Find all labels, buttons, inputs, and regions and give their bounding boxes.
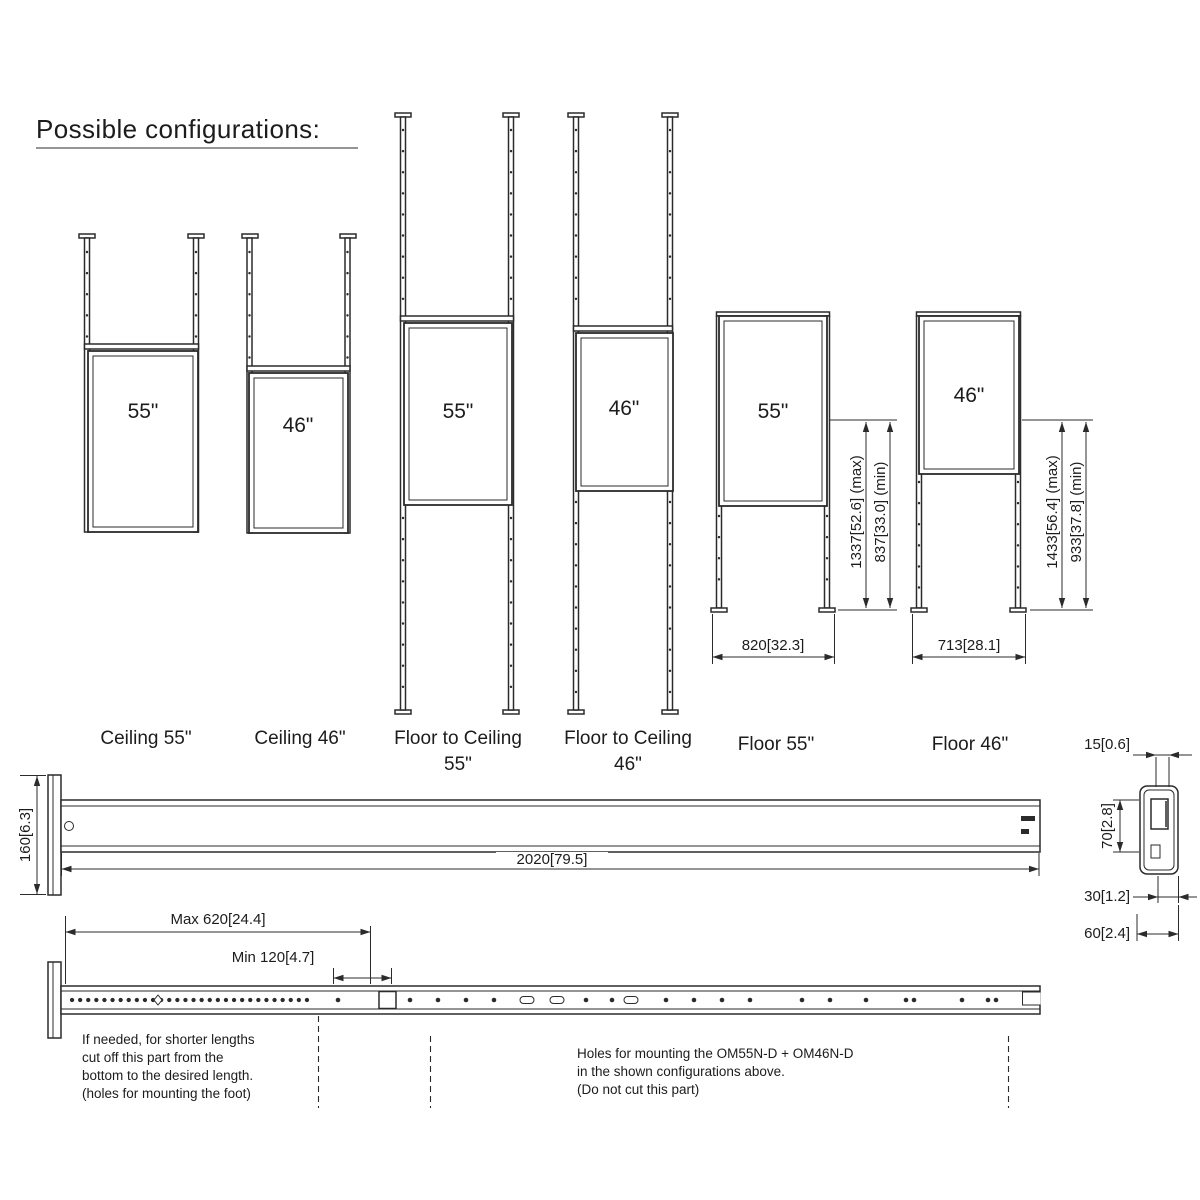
foot-plate: [47, 774, 62, 896]
title-text: Possible configurations:: [36, 114, 320, 144]
slot-hole: [549, 996, 565, 1004]
dimension-section-15: 15[0.6]: [1084, 736, 1192, 787]
label-floor-46: Floor 46": [932, 734, 1008, 755]
display-55: [403, 322, 513, 506]
mount-rail: [83, 343, 200, 350]
dim-foot-height-label: 160[6.3]: [17, 808, 34, 862]
foot: [910, 607, 928, 613]
dimension-section-60: 60[2.4]: [1084, 905, 1179, 942]
label-ftc-46-line1: Floor to Ceiling: [564, 728, 692, 749]
label-ceiling-55: Ceiling 55": [100, 728, 191, 749]
pole-holes-view: Max 620[24.4] Min 120[4.7] If needed, fo…: [47, 911, 1041, 1108]
section-slot: [1150, 798, 1169, 830]
pole-body: [60, 799, 1041, 853]
mount-rail: [572, 325, 674, 332]
dimension-floor55-height: 1337[52.6] (max) 837[33.0] (min): [830, 419, 897, 611]
mount-rail: [246, 365, 351, 372]
label-ftc-55-line2: 55": [444, 754, 472, 775]
dimension-min-120: Min 120[4.7]: [232, 949, 392, 984]
display-55: [87, 350, 199, 533]
square-hole: [378, 990, 397, 1010]
display-46: [575, 332, 674, 492]
config-floor-to-ceiling-55: 55": [394, 112, 520, 715]
foot: [710, 607, 728, 613]
dim-section-70-label: 70[2.8]: [1099, 803, 1116, 849]
page-title: Possible configurations:: [36, 114, 358, 149]
note-left-line4: (holes for mounting the foot): [82, 1086, 251, 1101]
section-hook: [1150, 844, 1161, 859]
mounting-holes: [335, 996, 999, 1004]
config-labels: Ceiling 55" Ceiling 46" Floor to Ceiling…: [100, 728, 1008, 775]
label-floor-55: Floor 55": [738, 734, 814, 755]
config-ceiling-46: 46": [241, 233, 357, 534]
config-floor-55: 55" 1337[52.6] (max) 837[33.0] (min) 820…: [710, 311, 897, 664]
config-floor-to-ceiling-46: 46": [567, 112, 679, 715]
dim-max-620-label: Max 620[24.4]: [170, 911, 265, 928]
index-mark: [153, 994, 163, 1006]
dim-max-label: 1337[52.6] (max): [848, 455, 865, 568]
screen-size-label: 55": [128, 400, 159, 423]
slot-hole: [519, 996, 535, 1004]
foot: [818, 607, 836, 613]
section-inner: [1143, 789, 1175, 871]
slot-hole: [623, 996, 639, 1004]
note-left-line3: bottom to the desired length.: [82, 1068, 253, 1083]
screen-size-label: 46": [609, 397, 640, 420]
note-left-line2: cut off this part from the: [82, 1050, 224, 1065]
dim-max-label: 1433[56.4] (max): [1044, 455, 1061, 568]
dimension-floor46-height: 1433[56.4] (max) 933[37.8] (min): [1022, 419, 1093, 611]
pole-side-view: 160[6.3] 2020[79.5]: [17, 774, 1041, 896]
note-left-line1: If needed, for shorter lengths: [82, 1032, 255, 1047]
foot-plate: [47, 961, 62, 1039]
dimension-foot-height: 160[6.3]: [17, 775, 46, 895]
dim-min-label: 933[37.8] (min): [1068, 462, 1085, 563]
display-46: [918, 315, 1020, 475]
dim-width-label: 713[28.1]: [938, 637, 1001, 654]
screen-size-label: 55": [443, 400, 474, 423]
note-cut-instructions: If needed, for shorter lengths cut off t…: [82, 1032, 255, 1101]
dim-width-label: 820[32.3]: [742, 637, 805, 654]
dim-section-30-label: 30[1.2]: [1084, 888, 1130, 905]
pole-cross-section: 15[0.6] 70[2.8] 30[1.2]: [1084, 736, 1197, 942]
label-ceiling-46: Ceiling 46": [254, 728, 345, 749]
dimension-section-30: 30[1.2]: [1084, 876, 1197, 905]
dim-min-120-label: Min 120[4.7]: [232, 949, 315, 966]
dimension-section-70: 70[2.8]: [1099, 799, 1139, 853]
label-ftc-55-line1: Floor to Ceiling: [394, 728, 522, 749]
config-floor-46: 46" 1433[56.4] (max) 933[37.8] (min) 713…: [910, 311, 1093, 664]
display-46: [248, 372, 349, 534]
display-55: [718, 315, 828, 507]
end-slot: [1021, 829, 1029, 834]
note-mounting-holes: Holes for mounting the OM55N-D + OM46N-D…: [577, 1046, 854, 1097]
config-ceiling-55: 55": [78, 233, 205, 533]
dim-min-label: 837[33.0] (min): [872, 462, 889, 563]
mount-rail: [399, 315, 515, 322]
dimension-floor55-width: 820[32.3]: [712, 614, 835, 664]
end-fork: [1022, 991, 1041, 1006]
end-slot: [1021, 816, 1035, 821]
dim-section-60-label: 60[2.4]: [1084, 925, 1130, 942]
screen-size-label: 55": [758, 400, 789, 423]
screen-size-label: 46": [954, 384, 985, 407]
screen-size-label: 46": [283, 414, 314, 437]
dim-pole-length-label: 2020[79.5]: [517, 851, 588, 868]
note-right-line2: in the shown configurations above.: [577, 1064, 785, 1079]
note-right-line1: Holes for mounting the OM55N-D + OM46N-D: [577, 1046, 854, 1061]
pivot-pin: [64, 821, 74, 831]
dim-section-15-label: 15[0.6]: [1084, 736, 1130, 753]
foot: [1009, 607, 1027, 613]
dimension-pole-length: 2020[79.5]: [61, 851, 1040, 876]
dimension-floor46-width: 713[28.1]: [912, 614, 1026, 664]
note-right-line3: (Do not cut this part): [577, 1082, 699, 1097]
dimension-max-620: Max 620[24.4]: [65, 911, 371, 984]
label-ftc-46-line2: 46": [614, 754, 642, 775]
